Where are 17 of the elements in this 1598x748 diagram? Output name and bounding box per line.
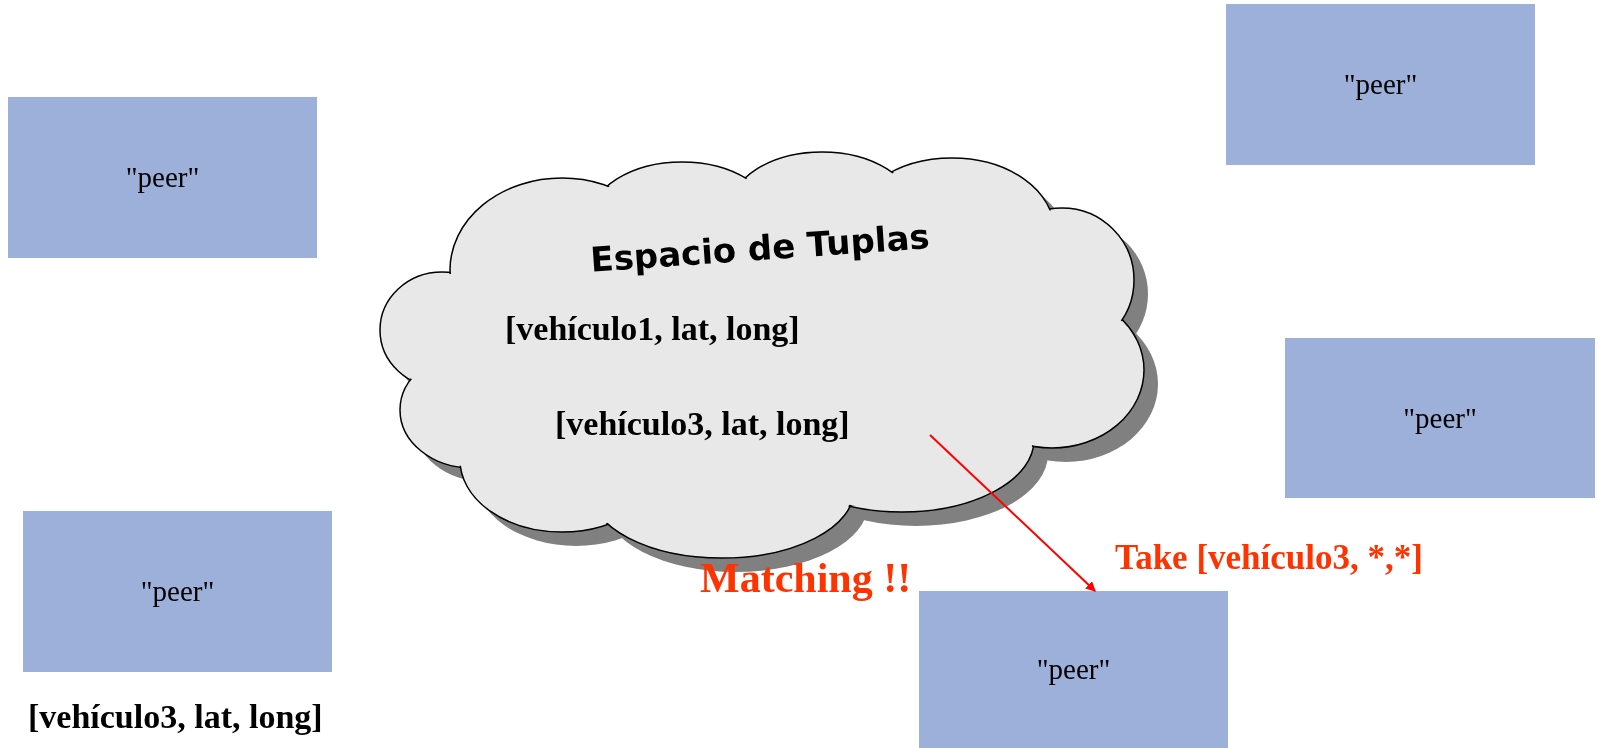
annotation-text: Take [vehículo3, *,*] bbox=[1115, 538, 1423, 578]
peer-box bbox=[1285, 338, 1595, 498]
peer-label: "peer" bbox=[1343, 68, 1418, 101]
peer-box bbox=[919, 591, 1228, 748]
peer-box bbox=[23, 511, 332, 672]
annotation-text: Matching !! bbox=[700, 554, 912, 602]
peer-label: "peer" bbox=[1036, 653, 1111, 686]
peer-label: "peer" bbox=[1403, 401, 1477, 435]
tuple-text: [vehículo3, lat, long] bbox=[555, 405, 930, 451]
arrow bbox=[929, 433, 1097, 592]
peer-box bbox=[1226, 4, 1535, 165]
tuple-text: [vehículo3, lat, long] bbox=[28, 698, 323, 736]
peer-label: "peer" bbox=[125, 161, 200, 194]
cloud-title: Espacio de Tuplas bbox=[589, 216, 931, 280]
tuple-text: [vehículo1, lat, long] bbox=[505, 310, 800, 348]
peer-box bbox=[8, 97, 317, 258]
peer-label: "peer" bbox=[140, 575, 215, 608]
